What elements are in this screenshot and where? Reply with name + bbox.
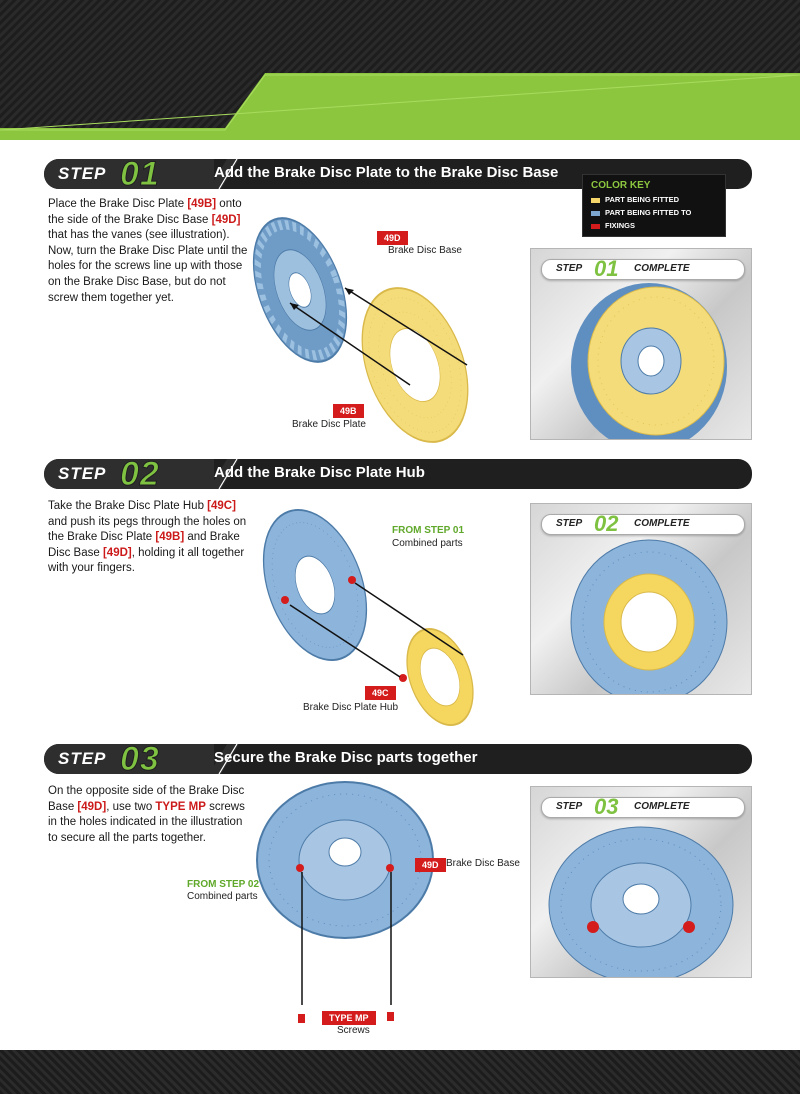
step-02-complete-panel: STEP 02 COMPLETE [530,503,752,695]
part-reference: [49B] [187,198,217,210]
step-03-illustration [256,781,434,1023]
step-number: 01 [120,155,160,194]
part-tag-49d: 49D [377,231,408,245]
part-reference: [49C] [207,500,236,512]
from-step-02-label: Combined parts [187,891,258,902]
step-number: 02 [120,455,160,494]
step-01-instructions: Place the Brake Disc Plate [49B] onto th… [48,197,248,306]
color-key: COLOR KEY PART BEING FITTED PART BEING F… [582,174,726,237]
part-reference: [49B] [155,531,185,544]
instruction-text: that has the vanes (see illustration). N… [48,229,248,304]
step-01-complete-panel: STEP 01 COMPLETE [530,248,752,440]
complete-caption: STEP 01 COMPLETE [541,256,745,281]
color-key-item-fitted-to: PART BEING FITTED TO [591,208,691,217]
step-number: 03 [120,740,160,779]
step-03-header: STEP 03 Secure the Brake Disc parts toge… [44,740,752,779]
part-label-brake-disc-plate: Brake Disc Plate [292,419,366,430]
part-label-screws: Screws [337,1025,370,1036]
instruction-text: onto the side of the Brake Disc Base [48,198,242,226]
step-title: Secure the Brake Disc parts together [214,749,478,766]
step-03-instructions: On the opposite side of the Brake Disc B… [48,784,248,846]
step-02-instructions: Take the Brake Disc Plate Hub [49C] and … [48,499,248,577]
step-word: STEP [58,464,107,483]
part-label-brake-disc-plate-hub: Brake Disc Plate Hub [303,702,399,713]
part-reference: [49D] [211,213,241,226]
instruction-text: Take the Brake Disc Plate Hub [48,500,208,512]
part-tag-49d: 49D [415,858,446,872]
complete-caption: STEP 02 COMPLETE [541,511,745,536]
step-01-illustration [252,217,469,443]
color-key-item-fitted: PART BEING FITTED [591,195,679,204]
instruction-text: , holding it all together with your fing… [48,546,245,575]
part-tag-49b: 49B [333,404,364,418]
step-word: STEP [58,164,107,183]
part-reference: [49D] [77,800,107,813]
step-03-complete-panel: STEP 03 COMPLETE [530,786,752,978]
complete-caption: STEP 03 COMPLETE [541,794,745,819]
step-02-header: STEP 02 Add the Brake Disc Plate Hub [44,455,752,494]
step-title: Add the Brake Disc Plate to the Brake Di… [214,164,559,181]
footer-band [0,1050,800,1094]
instruction-text: screws in the holes indicated in the ill… [48,800,245,844]
instruction-text: Place the Brake Disc Plate [48,198,188,210]
part-reference: TYPE MP [155,800,206,813]
instruction-text: and push its pegs through the holes on t… [48,515,247,544]
part-label-brake-disc-base: Brake Disc Base [446,858,520,869]
part-label-brake-disc-base: Brake Disc Base [388,245,462,256]
from-step-01-title: FROM STEP 01 [392,525,465,536]
step-01-header: STEP 01 Add the Brake Disc Plate to the … [44,155,752,194]
header-banner [0,0,800,140]
part-reference: [49D] [102,546,132,559]
instruction-text: , use two [106,800,156,813]
part-tag-49c: 49C [365,686,396,700]
from-step-02-title: FROM STEP 02 [187,879,260,890]
color-key-item-fixings: FIXINGS [591,221,635,230]
step-title: Add the Brake Disc Plate Hub [214,464,425,481]
part-tag-type-mp: TYPE MP [322,1011,376,1025]
step-02-illustration [262,509,474,727]
color-key-title: COLOR KEY [591,180,651,191]
from-step-01-label: Combined parts [392,538,463,549]
instruction-text: On the opposite side of the Brake Disc B… [48,785,245,813]
step-word: STEP [58,749,107,768]
instruction-text: and Brake Disc Base [48,531,240,559]
